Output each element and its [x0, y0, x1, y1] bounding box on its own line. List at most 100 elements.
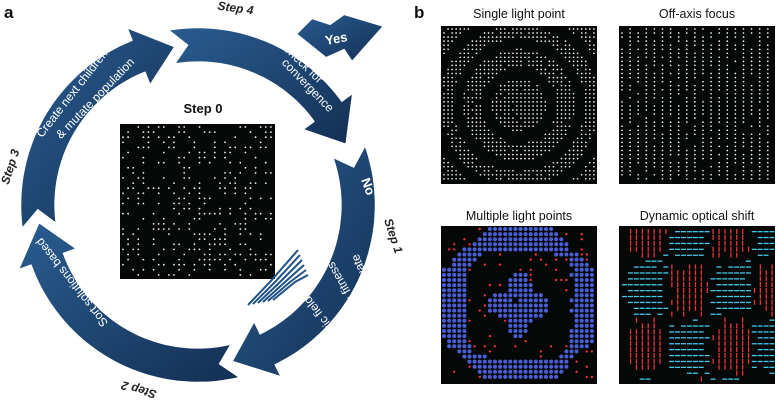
pixel-dot [516, 56, 518, 59]
pixel-dot [270, 136, 272, 139]
pixel-dot [457, 298, 462, 303]
pixel-dot [552, 145, 555, 148]
pixel-bar [765, 288, 767, 293]
pixel-dot [734, 153, 737, 156]
pixel-bar [681, 331, 686, 333]
pixel-dot [229, 207, 232, 210]
pixel-dot [629, 137, 631, 140]
pixel-bar [686, 242, 692, 245]
pixel-dot [574, 308, 579, 313]
pixel-dot [198, 151, 201, 154]
pixel-dot [477, 359, 482, 364]
pixel-dot [694, 32, 696, 34]
pixel-bar [692, 372, 698, 374]
pixel-dot [536, 145, 538, 148]
pixel-bar [728, 295, 734, 298]
pixel-dot [524, 149, 526, 152]
pixel-dot [621, 68, 623, 71]
pixel-dot [479, 48, 482, 51]
step0-pattern [120, 124, 275, 279]
pixel-bar [706, 282, 708, 288]
pixel-dot [244, 146, 247, 149]
pixel-dot [447, 339, 452, 344]
pixel-bar [771, 282, 773, 288]
pixel-dot [512, 121, 514, 123]
pixel-dot [254, 136, 257, 139]
pixel-dot [452, 318, 457, 323]
pixel-dot [452, 272, 457, 277]
pixel-dot [584, 334, 589, 339]
pixel-dot [544, 145, 547, 148]
pixel-dot [520, 32, 522, 34]
pixel-dot [589, 288, 594, 293]
pixel-dot [533, 369, 538, 374]
pixel-dot [564, 56, 567, 59]
pixel-dot [645, 76, 648, 79]
pixel-dot [528, 177, 530, 180]
pixel-dot [270, 263, 272, 266]
pixel-dot [447, 121, 449, 123]
pixel-dot [520, 157, 522, 160]
pixel-bar [645, 260, 651, 262]
pixel-dot [528, 232, 533, 237]
pixel-dot [742, 76, 745, 79]
pixel-dot [528, 247, 533, 252]
pixel-dot [467, 101, 470, 103]
pixel-dot [467, 165, 470, 168]
pixel-dot [455, 177, 457, 180]
pixel-dot [758, 52, 761, 55]
pixel-dot [718, 84, 721, 87]
pixel-dot [560, 157, 563, 160]
pixel-bar [669, 248, 675, 250]
pixel-dot [520, 109, 522, 111]
pixel-bar [688, 264, 691, 270]
pixel-dot [710, 109, 712, 111]
pixel-dot [462, 349, 467, 354]
pixel-dot [593, 88, 595, 91]
pixel-dot [669, 101, 672, 103]
pixel-dot [710, 64, 712, 67]
pixel-dot [718, 48, 721, 51]
pixel-dot [661, 145, 664, 148]
pixel-bar [653, 364, 655, 370]
pixel-bar [669, 236, 675, 239]
pixel-dot [758, 113, 761, 115]
pixel-dot [467, 56, 470, 59]
pixel-dot [512, 145, 514, 148]
pixel-bar [669, 331, 675, 333]
pixel-dot [579, 272, 584, 277]
pixel-bar [730, 347, 732, 352]
pixel-dot [572, 177, 575, 180]
pixel-dot [588, 44, 591, 47]
pixel-dot [661, 56, 664, 59]
pixel-dot [467, 349, 472, 354]
pixel-dot [564, 125, 567, 128]
pixel-dot [584, 64, 587, 67]
pixel-dot [580, 28, 583, 30]
pixel-dot [637, 36, 640, 38]
pixel-dot [584, 109, 587, 111]
pixel-dot [234, 253, 237, 256]
pixel-dot [491, 64, 494, 67]
pixel-dot [503, 125, 506, 128]
pixel-dot [540, 68, 543, 71]
pixel-dot [508, 308, 513, 313]
pixel-bar [671, 270, 673, 276]
pixel-dot [734, 137, 737, 140]
pixel-dot [518, 374, 523, 379]
pixel-dot [637, 32, 640, 34]
pixel-dot [463, 52, 466, 55]
pixel-bar [633, 284, 639, 286]
pixel-dot [645, 28, 648, 30]
pixel-dot [637, 153, 640, 156]
pixel-dot [661, 40, 664, 42]
pixel-dot [533, 364, 538, 369]
pixel-dot [766, 157, 769, 160]
pixel-dot [512, 177, 514, 180]
pixel-dot [568, 44, 571, 47]
pixel-dot [495, 169, 498, 172]
pixel-dot [487, 308, 492, 313]
pixel-dot [726, 177, 729, 180]
pixel-dot [593, 48, 595, 51]
pixel-dot [702, 84, 704, 87]
